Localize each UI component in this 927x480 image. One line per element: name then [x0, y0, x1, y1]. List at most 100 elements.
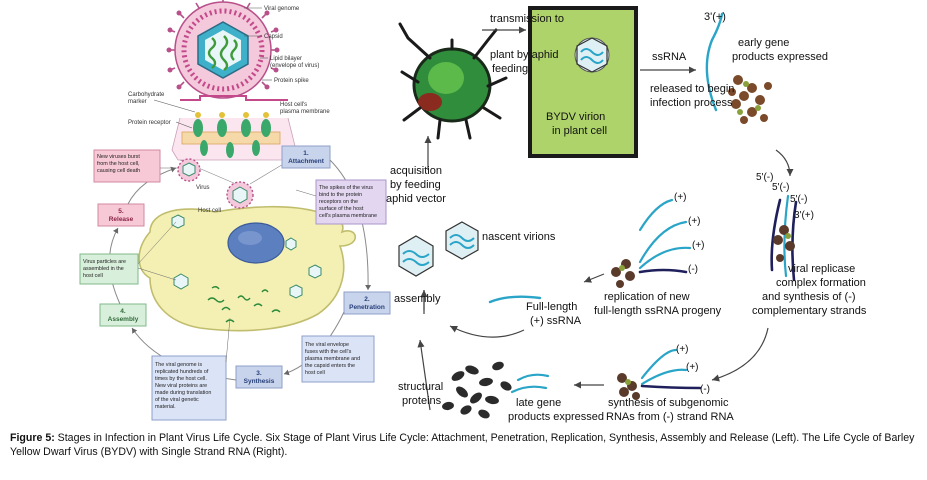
- note-synthesis: The viral genome is replicated hundreds …: [151, 355, 227, 421]
- note-line: receptors on the: [319, 199, 358, 205]
- virus-closeup: [166, 0, 280, 99]
- label-protein-spike: Protein spike: [274, 78, 309, 84]
- text-fulllength-2: (+) ssRNA: [530, 315, 582, 327]
- stage-synthesis: 3. Synthesis: [235, 365, 283, 389]
- bydv-life-cycle-panel: transmission to plant by aphid feeding B…: [386, 6, 867, 423]
- text-nascent: nascent virions: [482, 231, 556, 243]
- stage-name: Attachment: [288, 158, 325, 165]
- note-line: material.: [155, 404, 176, 410]
- text-structural-2: proteins: [402, 395, 442, 407]
- note-line: assembled in the: [83, 266, 124, 272]
- text-replicase-4: complementary strands: [752, 305, 867, 317]
- note-release: New viruses burst from the host cell, ca…: [93, 149, 161, 183]
- text-structural-1: structural: [398, 381, 443, 393]
- note-line: The viral envelope: [305, 342, 349, 348]
- text-virion-2: in plant cell: [552, 125, 607, 137]
- figure-caption: Figure 5: Stages in Infection in Plant V…: [10, 431, 920, 459]
- text-assembly: assembly: [394, 293, 441, 305]
- text-ssrna: ssRNA: [652, 51, 687, 63]
- stage-attachment: 1. Attachment: [281, 145, 331, 169]
- plant-cell: [528, 6, 638, 158]
- stage-num: 3.: [256, 370, 262, 377]
- text-acquisition-2: by feeding: [390, 179, 441, 191]
- rna-strands: [488, 12, 798, 394]
- text-replication-2: full-length ssRNA progeny: [594, 305, 722, 317]
- text-replicase-2: complex formation: [776, 277, 866, 289]
- note-line: New viral proteins are: [155, 383, 207, 389]
- label-plus: (+): [686, 362, 699, 373]
- label-host-cell-tag: Host cell: [198, 208, 221, 214]
- text-transmission-1: transmission to: [490, 13, 564, 25]
- virus-label-group: Viral genome Capsid Lipid bilayer (envel…: [244, 6, 319, 84]
- text-replicase-3: and synthesis of (-): [762, 291, 856, 303]
- label-marker: marker: [128, 99, 147, 105]
- note-penetration: The viral envelope fuses with the cell's…: [301, 335, 375, 383]
- text-subgenomic-1: synthesis of subgenomic: [608, 397, 729, 409]
- note-line: times by the host cell.: [155, 376, 207, 382]
- label-plus: (+): [676, 344, 689, 355]
- receptor-label-group: Carbohydrate marker Protein receptor Hos…: [128, 92, 330, 129]
- viruses-in-cell: [171, 158, 322, 323]
- label-minus: (-): [688, 264, 698, 275]
- label-plus: (+): [674, 192, 687, 203]
- label-plasma-membrane: plasma membrane: [280, 109, 330, 115]
- label-carbohydrate: Carbohydrate: [128, 92, 165, 98]
- note-line: of the viral genetic: [155, 397, 199, 403]
- text-late-1: late gene: [516, 397, 561, 409]
- text-acquisition-1: acquisition: [390, 165, 442, 177]
- stage-num: 4.: [120, 308, 126, 315]
- note-line: cell's plasma membrane: [319, 213, 377, 219]
- note-line: from the host cell,: [97, 161, 140, 167]
- note-line: replicated hundreds of: [155, 369, 209, 375]
- text-late-2: products expressed: [508, 411, 604, 423]
- text-early-2: products expressed: [732, 51, 828, 63]
- label-capsid: Capsid: [264, 34, 283, 40]
- label-minus: (-): [700, 384, 710, 395]
- note-line: the capsid enters the: [305, 363, 355, 369]
- note-line: plasma membrane and: [305, 356, 360, 362]
- label-3prime-plus: 3'(+): [794, 210, 814, 221]
- note-line: causing cell death: [97, 168, 140, 174]
- note-line: The spikes of the virus: [319, 185, 373, 191]
- label-host-cell: Host cell's: [280, 102, 307, 108]
- note-line: bind to the protein: [319, 192, 362, 198]
- label-virus: Virus: [196, 185, 210, 191]
- stage-name: Release: [109, 216, 134, 223]
- caption-text: Stages in Infection in Plant Virus Life …: [10, 432, 915, 458]
- note-line: surface of the host: [319, 206, 364, 212]
- label-envelope: (envelope of virus): [270, 63, 319, 69]
- label-5prime-minus: 5'(-): [756, 172, 773, 183]
- note-assembly: Virus particles are assembled in the hos…: [79, 253, 139, 285]
- text-released-2: infection process: [650, 97, 733, 109]
- stage-name: Assembly: [108, 316, 139, 323]
- note-line: host cell: [305, 370, 325, 376]
- note-line: The viral genome is: [155, 362, 202, 368]
- receptor-closeup: [171, 95, 297, 161]
- caption-label: Figure 5:: [10, 432, 55, 444]
- note-line: Virus particles are: [83, 259, 126, 265]
- label-plus: (+): [688, 216, 701, 227]
- virus-infection-panel: Viral genome Capsid Lipid bilayer (envel…: [79, 0, 391, 421]
- label-viral-genome: Viral genome: [264, 6, 300, 12]
- note-attachment: The spikes of the virus bind to the prot…: [315, 179, 387, 225]
- stage-num: 2.: [364, 296, 370, 303]
- text-acquisition-3: aphid vector: [386, 193, 446, 205]
- gene-product-blobs: [611, 75, 795, 400]
- stage-name: Synthesis: [244, 378, 275, 385]
- text-transmission-3: feeding: [492, 63, 528, 75]
- strand-polarity-labels: (+) (+) (+) (-) (+) (+) (-) 5'(-) 5'(-) …: [674, 172, 814, 395]
- stage-num: 5.: [118, 208, 124, 215]
- note-line: fuses with the cell's: [305, 349, 352, 355]
- text-replicase-1: viral replicase: [788, 263, 855, 275]
- label-protein-receptor: Protein receptor: [128, 120, 171, 126]
- aphid-illustration: [398, 22, 508, 140]
- label-plus: (+): [692, 240, 705, 251]
- nascent-virions: [398, 221, 479, 277]
- stage-num: 1.: [303, 150, 309, 157]
- note-line: New viruses burst: [97, 154, 140, 160]
- life-cycle-figure: Viral genome Capsid Lipid bilayer (envel…: [79, 0, 867, 423]
- note-line: host cell: [83, 273, 103, 279]
- text-transmission-2: plant by aphid: [490, 49, 559, 61]
- text-early-1: early gene: [738, 37, 789, 49]
- label-5prime-minus: 5'(-): [772, 182, 789, 193]
